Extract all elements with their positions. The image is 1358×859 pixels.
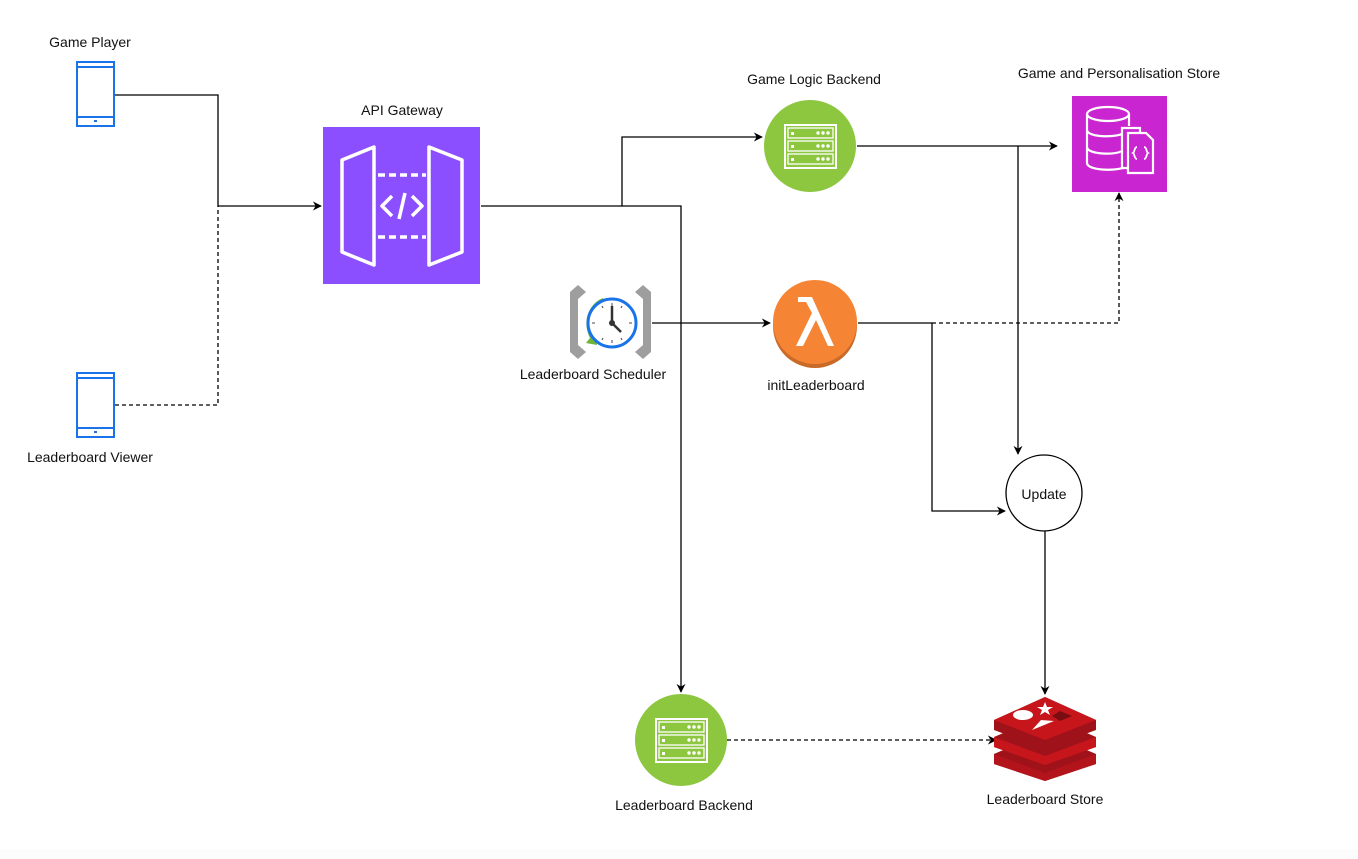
edge-init-leaderboard-to-update bbox=[858, 322, 1006, 516]
label-api-gateway: API Gateway bbox=[361, 102, 443, 118]
node-api-gateway[interactable] bbox=[323, 127, 480, 284]
document-database-icon bbox=[1085, 105, 1155, 175]
leaderboard-backend-circle bbox=[635, 694, 727, 786]
node-leaderboard-viewer[interactable] bbox=[76, 372, 115, 438]
node-game-logic-backend[interactable] bbox=[764, 100, 856, 192]
node-init-leaderboard[interactable] bbox=[773, 280, 857, 368]
node-game-player[interactable] bbox=[76, 61, 115, 127]
node-leaderboard-scheduler[interactable] bbox=[570, 285, 651, 359]
mobile-phone-icon bbox=[76, 372, 115, 438]
label-game-store: Game and Personalisation Store bbox=[1017, 65, 1221, 81]
lambda-icon bbox=[796, 297, 834, 346]
update-circle bbox=[1005, 454, 1083, 532]
server-rack-icon bbox=[784, 124, 837, 169]
scheduler-clock-icon bbox=[570, 285, 651, 359]
api-gateway-icon bbox=[340, 145, 464, 267]
label-game-player: Game Player bbox=[49, 34, 131, 50]
label-game-logic-backend: Game Logic Backend bbox=[747, 71, 881, 87]
bottom-strip bbox=[0, 849, 1358, 859]
edge-api-gateway-to-game-logic bbox=[481, 132, 763, 207]
node-game-store[interactable] bbox=[1072, 96, 1167, 192]
server-rack-icon bbox=[655, 718, 708, 763]
label-init-leaderboard: initLeaderboard bbox=[767, 377, 865, 393]
game-logic-backend-circle bbox=[764, 100, 856, 192]
mobile-phone-icon bbox=[76, 61, 115, 127]
redis-icon bbox=[994, 697, 1096, 781]
edge-init-leaderboard-to-game-store bbox=[932, 192, 1124, 324]
label-leaderboard-store: Leaderboard Store bbox=[986, 791, 1104, 807]
label-leaderboard-backend: Leaderboard Backend bbox=[615, 797, 753, 813]
node-update[interactable] bbox=[1005, 454, 1083, 532]
label-update: Update bbox=[1021, 486, 1067, 502]
edge-game-player-to-api-gateway bbox=[115, 94, 322, 211]
label-leaderboard-scheduler: Leaderboard Scheduler bbox=[519, 366, 667, 382]
edge-api-gateway-to-leaderboard-backend bbox=[622, 205, 686, 693]
node-leaderboard-backend[interactable] bbox=[635, 694, 727, 786]
label-leaderboard-viewer: Leaderboard Viewer bbox=[27, 449, 153, 465]
node-leaderboard-store[interactable] bbox=[994, 697, 1096, 781]
edge-viewer-to-api-gateway bbox=[115, 206, 219, 406]
